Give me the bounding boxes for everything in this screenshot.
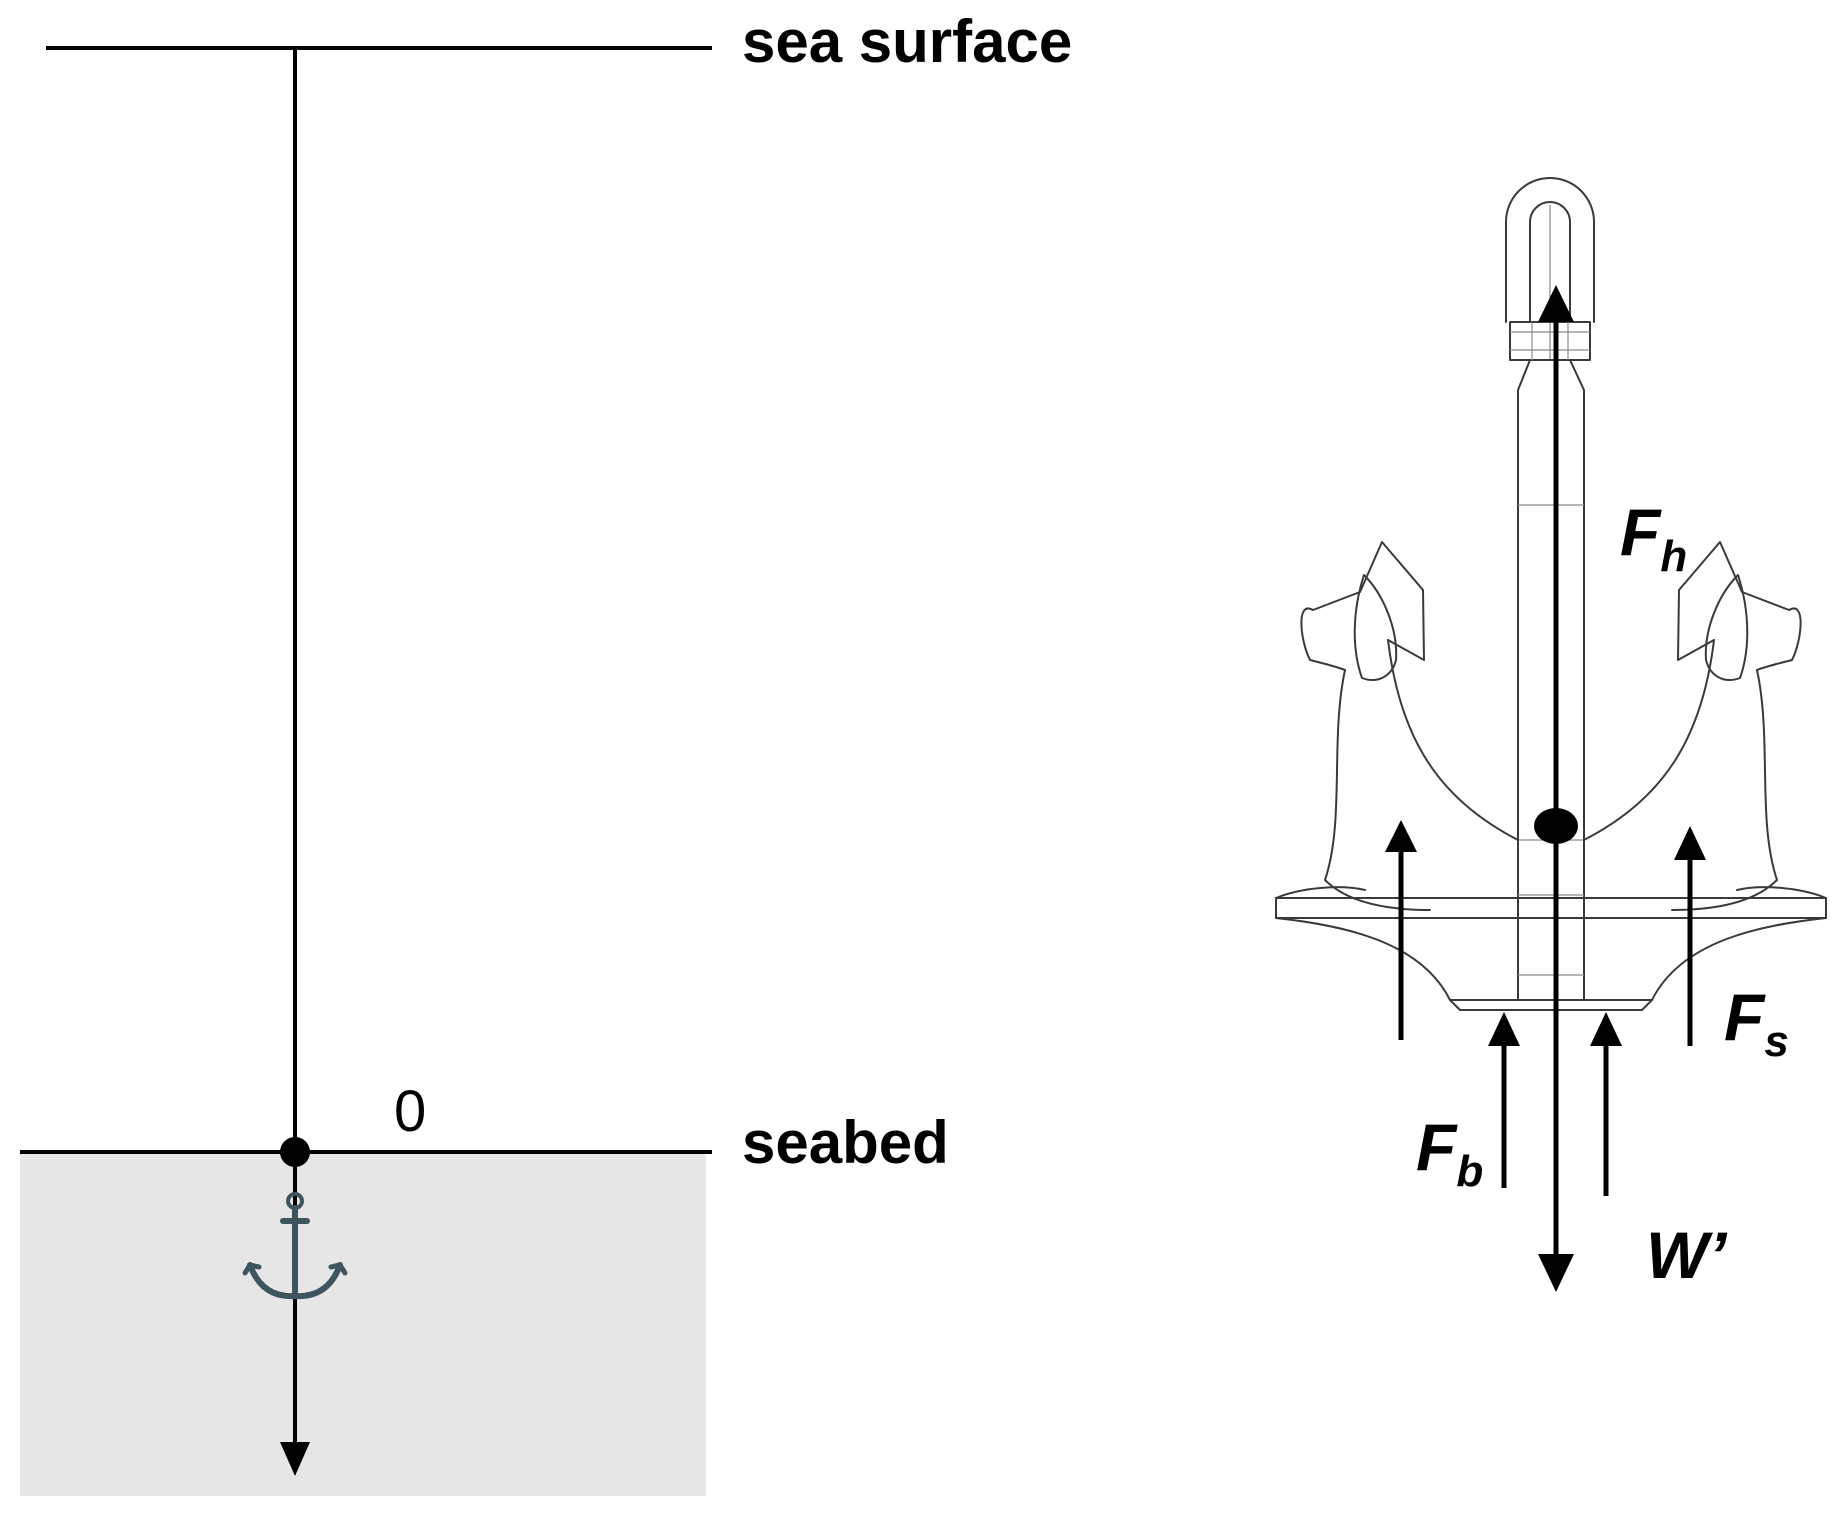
embedment-arrowhead	[280, 1442, 310, 1476]
fs-label-sub: s	[1764, 1017, 1788, 1066]
fs-label: Fs	[1724, 980, 1789, 1066]
fs-label-base: F	[1724, 980, 1766, 1054]
fb-label-sub: b	[1456, 1147, 1483, 1196]
fh-label-sub: h	[1660, 532, 1687, 581]
fh-label: Fh	[1620, 495, 1687, 581]
fb-label: Fb	[1416, 1110, 1483, 1196]
seabed-label: seabed	[742, 1109, 949, 1176]
seabed-soil-region	[20, 1152, 706, 1496]
fh-label-base: F	[1620, 495, 1662, 569]
fb-left-arrowhead	[1488, 1012, 1520, 1046]
seabed-entry-point	[280, 1137, 310, 1167]
anchor-icon	[242, 1192, 348, 1300]
w-arrowhead	[1538, 1254, 1574, 1292]
fh-arrowhead	[1538, 285, 1574, 322]
fs-left-arrowhead	[1385, 820, 1417, 852]
fs-right-arrowhead	[1674, 826, 1706, 860]
anchor-drawing	[1275, 177, 1827, 1011]
fb-label-base: F	[1416, 1110, 1458, 1184]
sea-surface-label: sea surface	[742, 8, 1072, 75]
fb-right-arrowhead	[1590, 1012, 1622, 1046]
w-label: W’	[1646, 1218, 1728, 1292]
origin-label: 0	[394, 1079, 426, 1144]
